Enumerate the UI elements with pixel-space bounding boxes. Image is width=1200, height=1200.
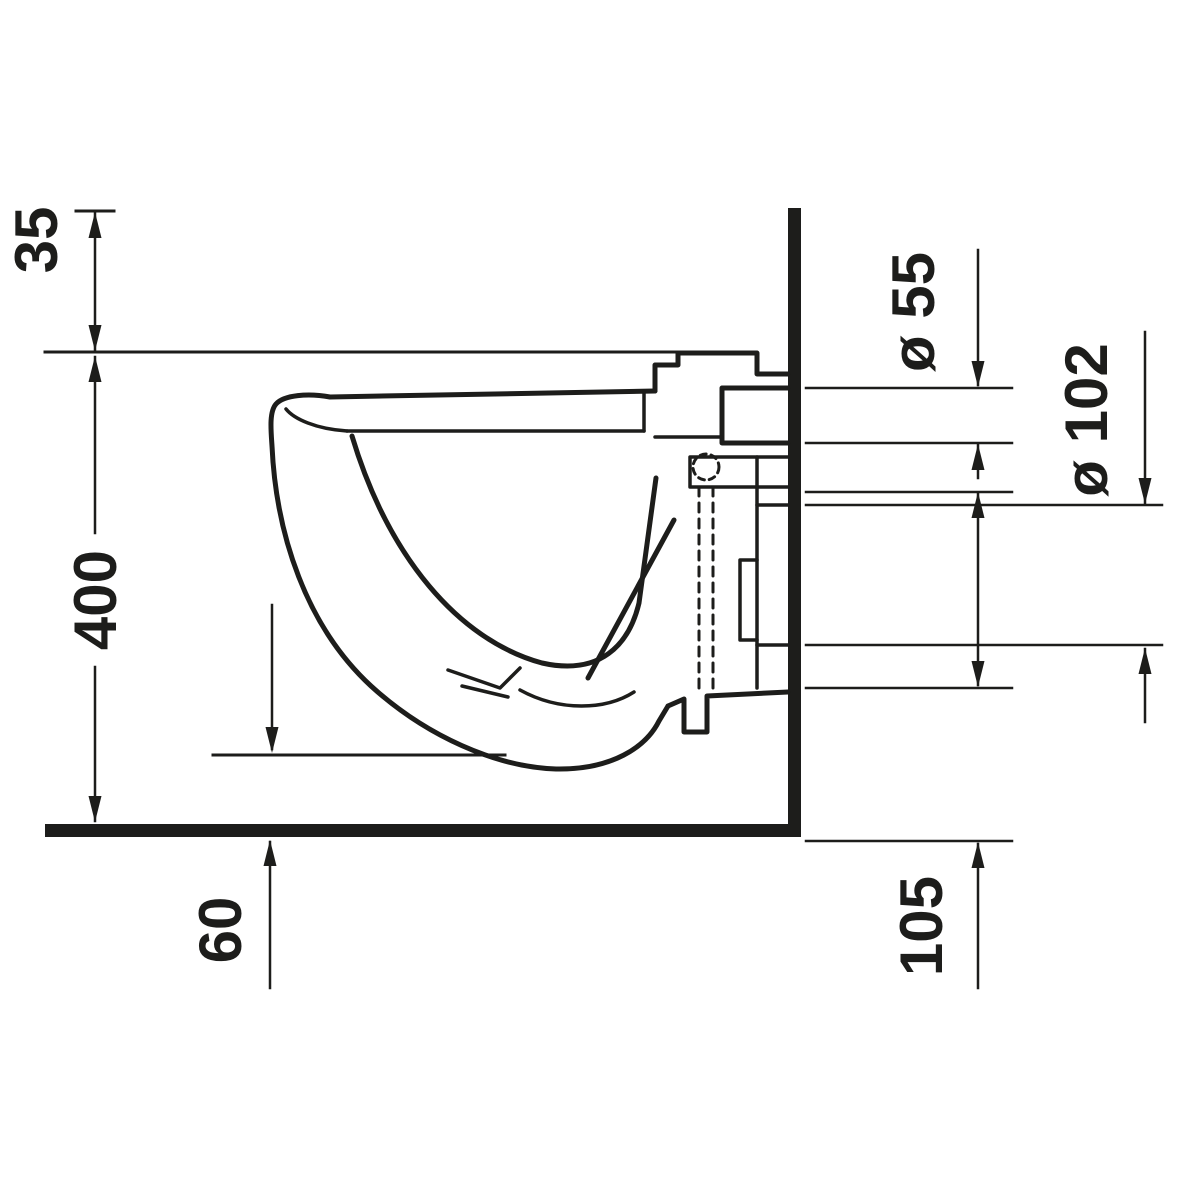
- reference-lines: [43, 209, 724, 757]
- jet-detail-upper: [446, 666, 522, 690]
- trap-bottom-inner-curve: [518, 688, 636, 708]
- arrow-400-up: [88, 356, 102, 382]
- arrow-105-up: [971, 842, 985, 868]
- jet-detail-lower: [460, 684, 510, 699]
- mid-back-channel: [688, 455, 790, 489]
- flush-housing-profile: [652, 350, 791, 394]
- dim-102-label: ø 102: [1053, 343, 1120, 496]
- dimension-arrows: [88, 212, 1152, 868]
- dimension-labels: 35 400 60 ø 55 ø 102 105: [3, 207, 1120, 976]
- arrow-102-down: [1138, 478, 1152, 504]
- flush-distributor-dashed-circle: [691, 452, 721, 482]
- dim-105-label: 105: [888, 876, 955, 976]
- arrow-102-up: [1138, 648, 1152, 674]
- inner-bowl-curve: [349, 433, 659, 669]
- toilet-profile: [268, 350, 791, 772]
- arrow-55-up: [971, 444, 985, 470]
- arrow-60-up: [263, 840, 277, 866]
- arrow-mid-up: [971, 492, 985, 518]
- dim-400-label: 400: [62, 550, 129, 650]
- bracket-box: [738, 558, 759, 642]
- arrow-400-down: [88, 796, 102, 822]
- nose-inner-curve: [284, 407, 349, 433]
- arrow-55-down: [971, 361, 985, 387]
- dim-35-label: 35: [3, 207, 70, 274]
- trap-diagonal-line: [585, 517, 677, 681]
- floor-section-bar: [45, 824, 801, 837]
- arrow-inner-bowl-down: [265, 727, 279, 753]
- arrow-mid-down: [971, 661, 985, 687]
- arrow-35-up: [88, 212, 102, 238]
- toilet-outer-profile: [268, 392, 671, 772]
- wall-section-bar: [788, 208, 801, 837]
- dim-60-label: 60: [187, 897, 254, 964]
- structure: [45, 208, 801, 837]
- toilet-top-surface: [327, 388, 658, 400]
- inlet-pipe-stub: [719, 385, 791, 446]
- back-underside-profile: [665, 689, 791, 735]
- dim-55-label: ø 55: [880, 252, 947, 372]
- arrow-35-down: [88, 325, 102, 351]
